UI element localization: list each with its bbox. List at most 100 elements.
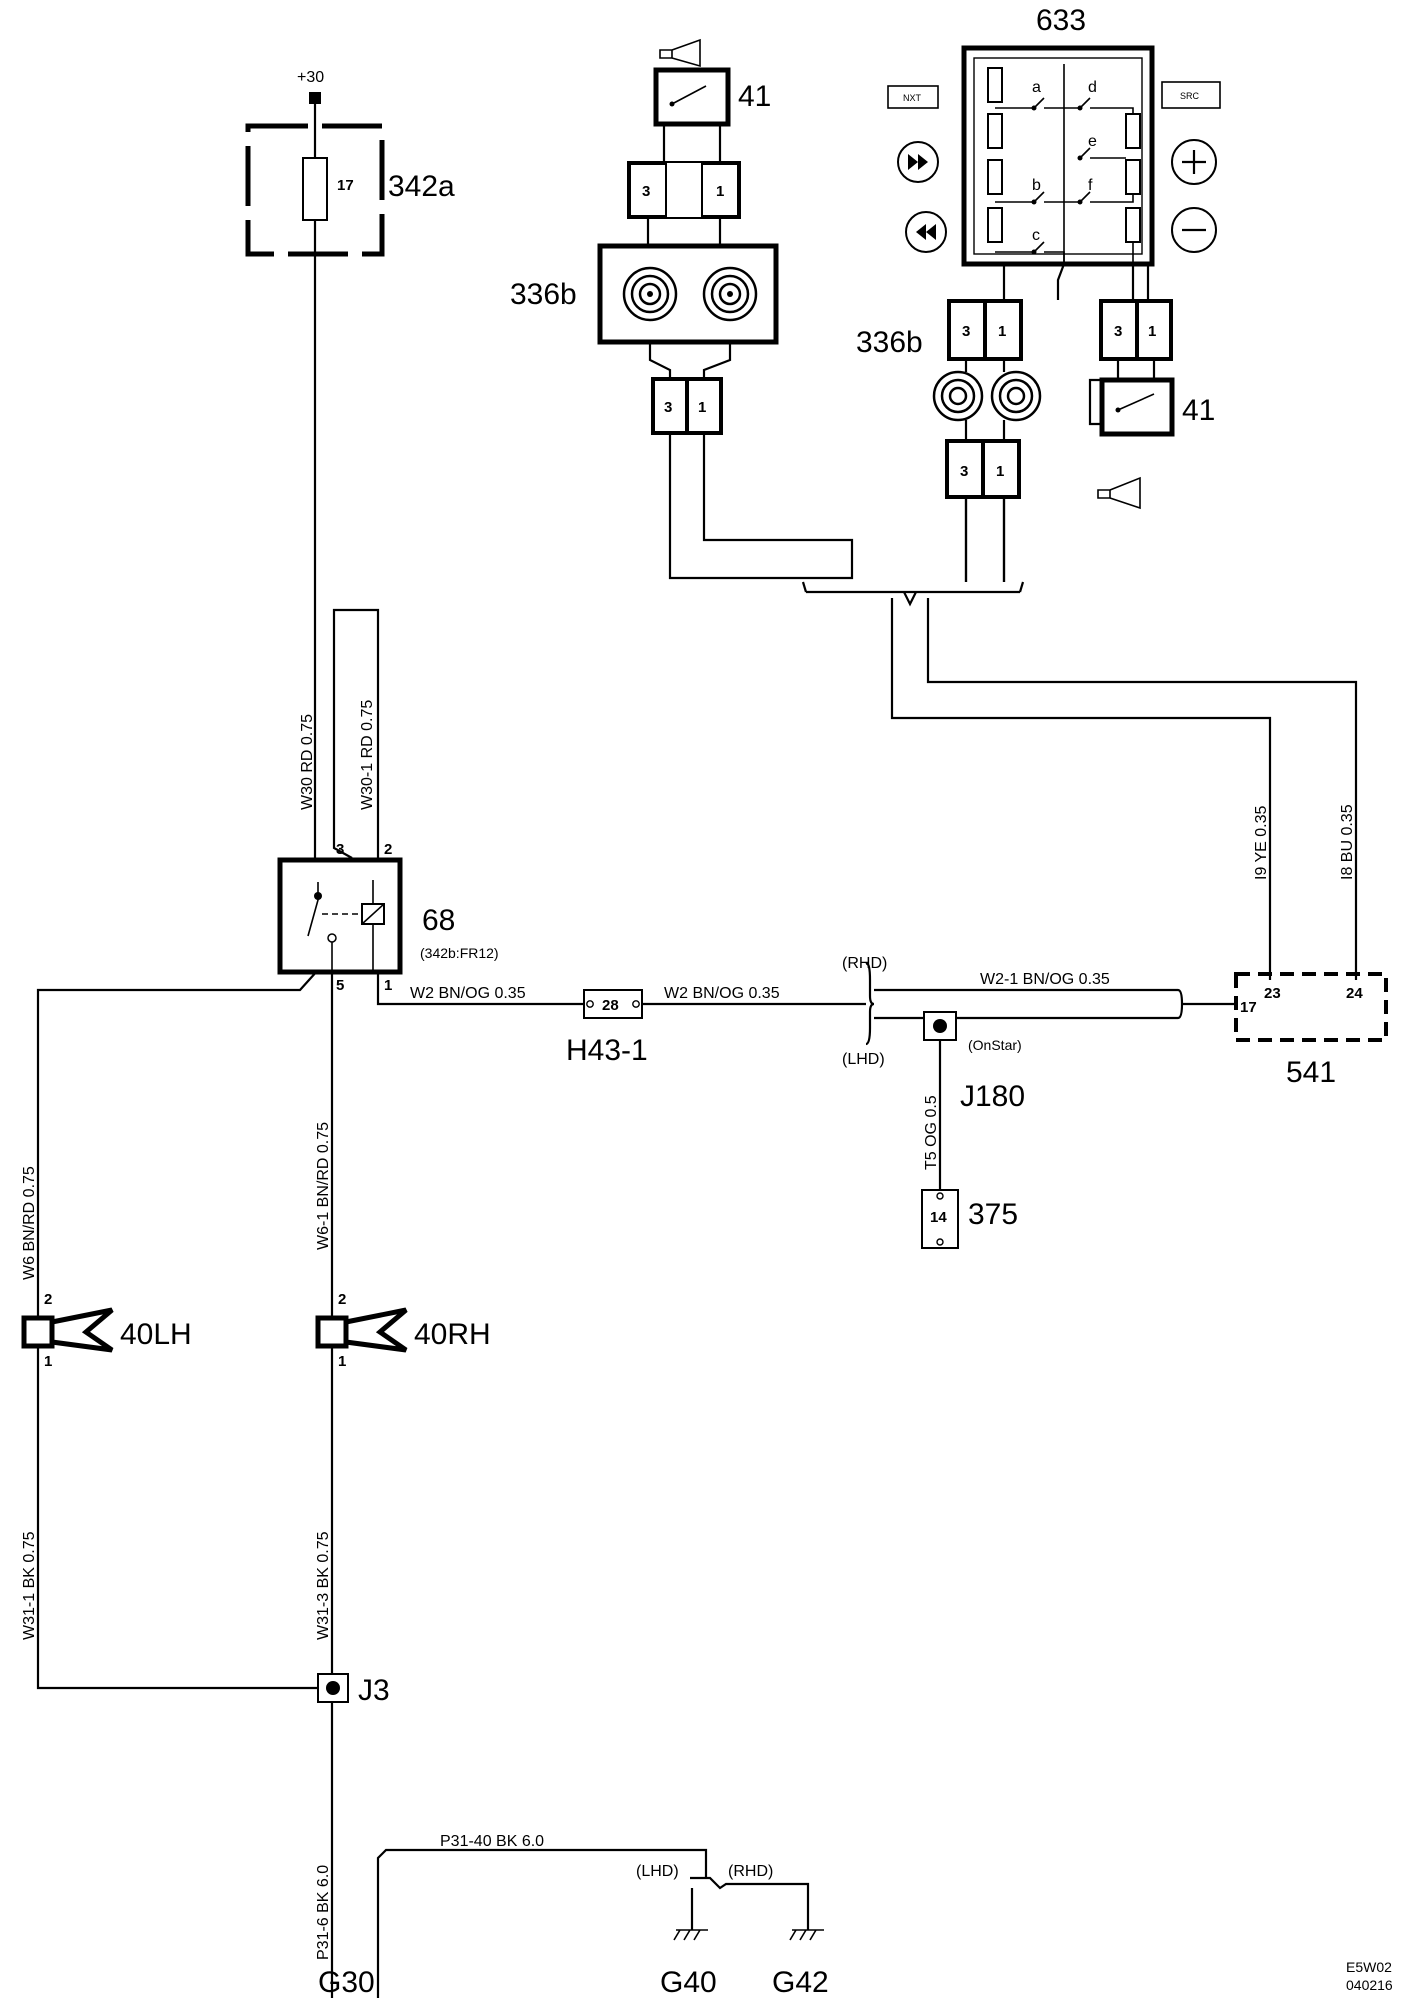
svg-text:14: 14: [930, 1209, 947, 1226]
svg-text:1: 1: [384, 977, 392, 994]
wire-label-w6-1: W6-1 BN/RD 0.75: [315, 1122, 332, 1250]
fuse-box-342a: 17 342a: [245, 123, 455, 257]
terminal-label: +30: [297, 69, 324, 86]
svg-text:23: 23: [1264, 985, 1281, 1002]
splice-j180: (OnStar) J180: [923, 1011, 1025, 1113]
connector-right-c: 3 1: [945, 439, 1021, 499]
diagram-date-code: 040216: [1346, 1977, 1393, 1993]
variant-rhd: (RHD): [842, 955, 887, 972]
module-541-label: 541: [1286, 1056, 1336, 1089]
svg-text:1: 1: [338, 1353, 346, 1370]
relay-label: 68: [422, 904, 455, 937]
svg-text:3: 3: [1114, 323, 1122, 340]
horn-rh-label: 40RH: [414, 1318, 491, 1351]
splice-j3-label: J3: [358, 1674, 390, 1707]
ground-variant-lhd: (LHD): [636, 1863, 679, 1880]
svg-text:3: 3: [642, 183, 650, 200]
rewind-icon: [905, 211, 947, 253]
horn-lh: 2 1 40LH: [21, 1291, 192, 1370]
switch-b-label: b: [1032, 177, 1041, 194]
wire-label-i8: I8 BU 0.35: [1339, 804, 1356, 880]
svg-text:3: 3: [664, 399, 672, 416]
steering-switch-label: 633: [1036, 4, 1086, 37]
connector-lower-left: 3 1: [651, 377, 723, 435]
diagram-code: E5W02: [1346, 1959, 1392, 1975]
wire-label-w31-3: W31-3 BK 0.75: [315, 1531, 332, 1640]
svg-text:5: 5: [336, 977, 344, 994]
horn-rh: 2 1 40RH: [315, 1291, 491, 1370]
variant-lhd: (LHD): [842, 1051, 885, 1068]
clockspring-right-label: 336b: [856, 326, 923, 359]
switch-c-label: c: [1032, 227, 1040, 244]
ground-g30-label: G30: [318, 1966, 375, 1998]
svg-text:1: 1: [44, 1353, 52, 1370]
wire-label-w6: W6 BN/RD 0.75: [21, 1166, 38, 1280]
module-541: 17 23 24 541: [1234, 972, 1388, 1089]
svg-text:24: 24: [1346, 985, 1363, 1002]
fast-forward-icon: [897, 141, 939, 183]
volume-up-icon: [1171, 139, 1217, 185]
svg-text:17: 17: [337, 177, 354, 194]
wire-label-w2-a: W2 BN/OG 0.35: [410, 985, 526, 1002]
connector-375-label: 375: [968, 1198, 1018, 1231]
svg-text:3: 3: [960, 463, 968, 480]
connector-375: 14 375: [921, 1189, 1018, 1249]
wire-label-p31-6: P31-6 BK 6.0: [315, 1865, 332, 1960]
svg-text:1: 1: [998, 323, 1006, 340]
svg-text:17: 17: [1240, 999, 1257, 1016]
svg-text:1: 1: [1148, 323, 1156, 340]
connector-h43-1: 28 H43-1: [566, 989, 648, 1067]
horn-symbol-right-icon: [1097, 476, 1141, 510]
svg-text:3: 3: [336, 841, 344, 858]
clockspring-left-label: 336b: [510, 278, 577, 311]
ground-g40: G40: [660, 1929, 717, 1998]
svg-text:NXT: NXT: [903, 93, 922, 103]
wire-label-w31-1: W31-1 BK 0.75: [21, 1531, 38, 1640]
battery-terminal: +30: [297, 69, 324, 104]
wire-label-t5: T5 OG 0.5: [923, 1095, 940, 1170]
horn-lh-label: 40LH: [120, 1318, 192, 1351]
wire-label-w30-1: W30-1 RD 0.75: [359, 700, 376, 810]
svg-text:2: 2: [338, 1291, 346, 1308]
horn-relay-68: 3 2 5 1 68 (342b:FR12): [277, 841, 499, 994]
svg-text:2: 2: [44, 1291, 52, 1308]
splice-j3: J3: [317, 1673, 390, 1707]
svg-text:2: 2: [384, 841, 392, 858]
svg-text:28: 28: [602, 997, 619, 1014]
src-button-icon: SRC: [1161, 81, 1221, 109]
ground-g42: G42: [772, 1929, 829, 1998]
switch-a-label: a: [1032, 79, 1041, 96]
wires: [36, 98, 1358, 1998]
relay-location: (342b:FR12): [420, 945, 499, 961]
svg-text:1: 1: [716, 183, 724, 200]
switch-41-label: 41: [738, 80, 771, 113]
connector-upper-left: 3 1: [627, 161, 741, 219]
wire-label-w30: W30 RD 0.75: [299, 714, 316, 810]
switch-f-label: f: [1088, 177, 1093, 194]
horn-switch-41-right: 41: [1099, 377, 1215, 437]
onstar-note: (OnStar): [968, 1037, 1022, 1053]
clockspring-336b-left: 336b: [510, 243, 779, 345]
ground-variant-rhd: (RHD): [728, 1863, 773, 1880]
wire-label-i9: I9 YE 0.35: [1253, 805, 1270, 880]
svg-text:1: 1: [698, 399, 706, 416]
steering-wheel-switches-633: 633 a b c d e f: [961, 4, 1155, 267]
connector-h43-label: H43-1: [566, 1034, 648, 1067]
switch-d-label: d: [1088, 79, 1097, 96]
ground-g40-label: G40: [660, 1966, 717, 1998]
svg-text:SRC: SRC: [1180, 91, 1200, 101]
svg-text:1: 1: [996, 463, 1004, 480]
splice-j180-label: J180: [960, 1080, 1025, 1113]
connector-right-a: 3 1: [947, 299, 1023, 361]
wire-label-p31-40: P31-40 BK 6.0: [440, 1833, 544, 1850]
clockspring-336b-right: [932, 370, 1042, 422]
ground-g42-label: G42: [772, 1966, 829, 1998]
fuse-box-label: 342a: [388, 170, 455, 203]
horn-switch-41-left: 41: [653, 67, 771, 127]
horn-symbol-icon: [659, 38, 701, 68]
svg-text:3: 3: [962, 323, 970, 340]
switch-41-right-label: 41: [1182, 394, 1215, 427]
wire-label-w2-1: W2-1 BN/OG 0.35: [980, 971, 1110, 988]
nxt-button-icon: NXT: [887, 85, 939, 109]
